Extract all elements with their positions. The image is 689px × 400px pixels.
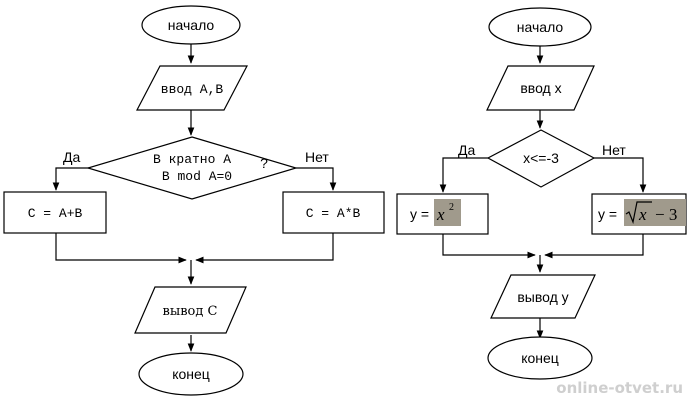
right-arrow-no-branch bbox=[594, 157, 647, 193]
right-no-label: Нет bbox=[602, 142, 626, 158]
left-end-terminal bbox=[138, 352, 244, 396]
right-end-terminal bbox=[487, 336, 593, 380]
left-output-label: вывод С bbox=[163, 304, 218, 319]
right-arrow-yes-merge bbox=[442, 234, 536, 259]
left-start-label: начало bbox=[168, 17, 215, 33]
left-no-process-label: С = А*В bbox=[306, 206, 361, 221]
left-condition-question: ? bbox=[260, 155, 268, 171]
left-condition-line2: В mod А=0 bbox=[162, 169, 232, 184]
left-condition-diamond bbox=[85, 136, 299, 200]
right-start-label: начало bbox=[517, 19, 564, 35]
right-condition-label: x<=-3 bbox=[523, 150, 559, 166]
left-arrow-yes-merge bbox=[55, 233, 187, 264]
left-no-process bbox=[282, 191, 385, 234]
right-condition-diamond bbox=[486, 129, 596, 188]
left-output-block bbox=[134, 286, 247, 334]
left-yes-process-label: С = А+В bbox=[28, 206, 83, 221]
left-input-block bbox=[136, 65, 248, 111]
watermark: online-otvet.ru bbox=[556, 379, 683, 397]
right-yes-formula-exponent: 2 bbox=[449, 202, 454, 213]
left-start-terminal bbox=[141, 5, 241, 45]
left-condition-line1: В кратно А bbox=[153, 152, 231, 167]
left-no-label: Нет bbox=[305, 149, 329, 165]
right-start-terminal bbox=[488, 7, 592, 47]
right-no-formula-tail: − 3 bbox=[655, 205, 677, 224]
right-input-label: ввод x bbox=[520, 80, 561, 96]
right-yes-formula-highlight bbox=[434, 199, 461, 226]
sqrt-icon bbox=[625, 201, 652, 225]
left-yes-label: Да bbox=[63, 149, 80, 165]
left-arrow-no-merge bbox=[195, 233, 334, 264]
right-output-block bbox=[490, 274, 596, 319]
left-input-label: ввод А,В bbox=[161, 82, 224, 97]
right-arrow-yes-branch bbox=[439, 157, 488, 193]
left-yes-process bbox=[3, 191, 107, 234]
left-end-label: конец bbox=[172, 366, 210, 382]
left-arrow-no-branch bbox=[296, 167, 337, 191]
right-yes-formula-var: x bbox=[436, 205, 445, 224]
right-flowchart: начало ввод x x<=-3 Да Нет y = x 2 y = x… bbox=[396, 7, 687, 380]
right-output-label: вывод y bbox=[517, 289, 568, 305]
right-yes-lhs: y = bbox=[410, 206, 429, 222]
right-end-label: конец bbox=[521, 350, 559, 366]
right-no-lhs: y = bbox=[598, 206, 617, 222]
right-input-block bbox=[486, 65, 595, 111]
right-arrow-no-merge bbox=[544, 234, 644, 259]
left-flowchart: начало ввод А,В В кратно А В mod А=0 ? Д… bbox=[3, 5, 385, 396]
right-no-formula-var: x bbox=[638, 205, 647, 224]
right-yes-label: Да bbox=[458, 142, 475, 158]
